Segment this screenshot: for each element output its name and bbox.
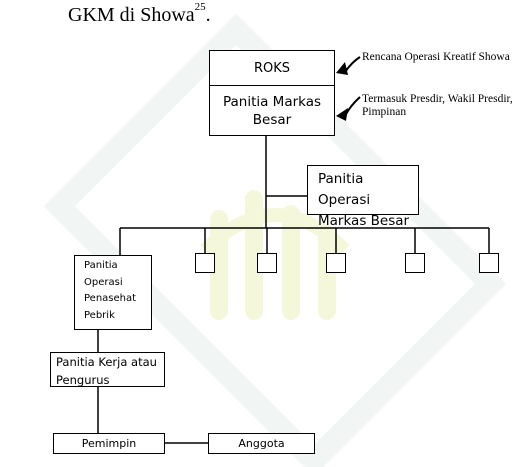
empty-box-2 [257,253,277,273]
member-box: Anggota [208,433,315,454]
work-committee-box: Panitia Kerja atau Pengurus [50,352,165,387]
arrow-roks-note [336,62,348,75]
operations-hq-box: Panitia Operasi Markas Besar [307,165,419,229]
empty-box-5 [479,253,499,273]
roks-box: ROKS [209,50,335,86]
empty-box-4 [405,253,425,273]
leader-box: Pemimpin [53,433,165,454]
empty-box-3 [326,253,346,273]
factory-advisory-box: Panitia Operasi Penasehat Pebrik [74,255,152,330]
hq-committee-box: Panitia Markas Besar [209,85,335,136]
hq-note: Termasuk Presdir, Wakil Presdir, Pimpina… [362,93,513,118]
roks-note: Rencana Operasi Kreatif Showa [362,51,510,63]
arrow-hq-note [336,108,348,121]
empty-box-1 [195,253,215,273]
page-heading: GKM di Showa25. [68,1,211,26]
